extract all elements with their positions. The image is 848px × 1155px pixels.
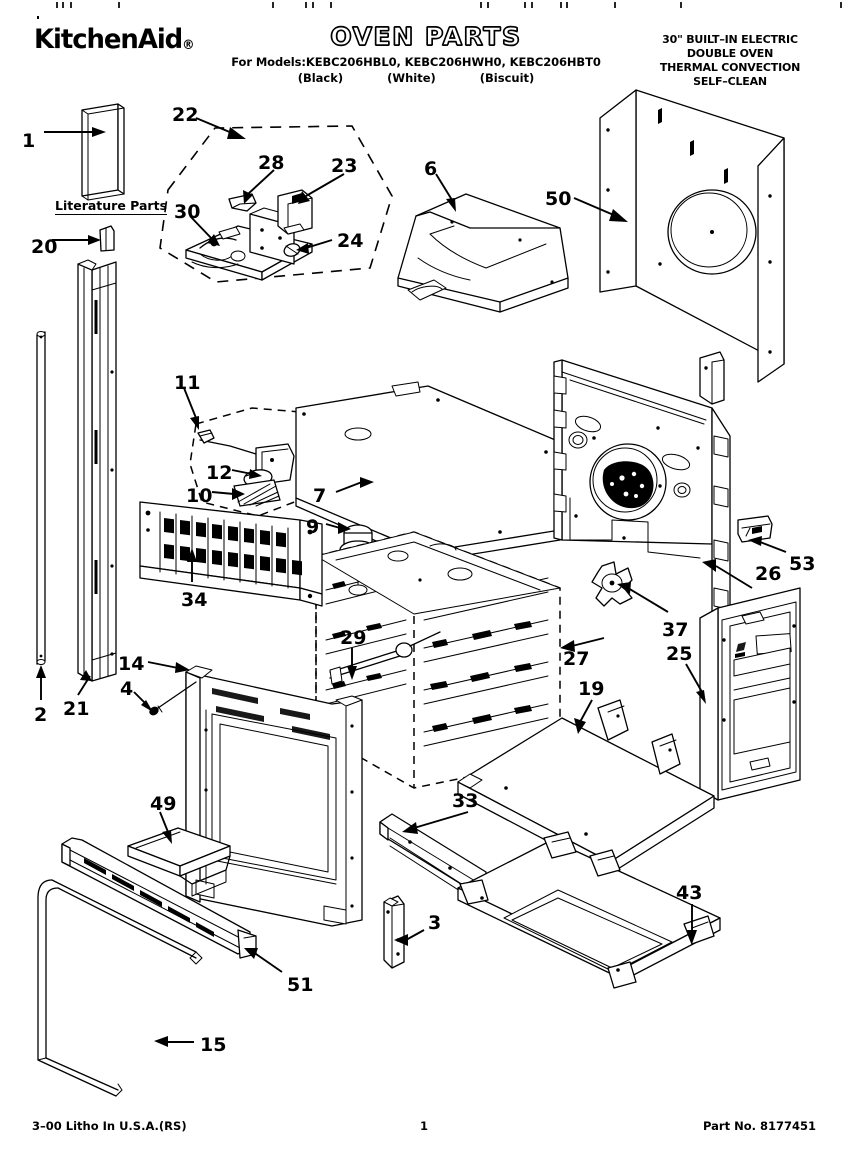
part-11-light-assembly-group	[190, 408, 314, 516]
callout-number-4: 4	[120, 678, 134, 700]
callout-number-34: 34	[181, 589, 208, 611]
footer-page-number: 1	[419, 1119, 428, 1133]
footer-part-number: Part No. 8177451	[703, 1119, 816, 1133]
callout-number-30: 30	[174, 201, 201, 223]
part-bracket-upper-right	[700, 352, 724, 404]
callout-number-49: 49	[150, 793, 177, 815]
callout-number-53: 53	[789, 553, 816, 575]
callout-number-27: 27	[563, 648, 590, 670]
light-assembly-parts	[198, 430, 294, 506]
model-numbers: For Models:KEBC206HBL0, KEBC206HWH0, KEB…	[231, 55, 601, 69]
part-34-control-panel	[140, 502, 322, 606]
callout-number-1: 1	[22, 130, 36, 152]
scan-speck	[37, 16, 39, 19]
callout-number-25: 25	[666, 643, 693, 665]
callout-number-37: 37	[662, 619, 689, 641]
part-20-plug-cap	[100, 226, 114, 251]
spec-line-1: 30" BUILT–IN ELECTRIC	[662, 33, 798, 46]
part-14-oven-front-frame	[186, 666, 362, 926]
control-assembly-parts	[186, 190, 312, 280]
callout-number-6: 6	[424, 158, 438, 180]
callout-number-33: 33	[452, 790, 479, 812]
callout-number-14: 14	[118, 653, 145, 675]
callout-number-24: 24	[337, 230, 364, 252]
part-1-literature-booklet	[82, 104, 124, 200]
part-4-screw	[149, 682, 196, 716]
part-22-control-assembly-group	[160, 126, 392, 282]
spec-line-3: THERMAL CONVECTION	[659, 61, 801, 75]
kitchenaid-logo: KitchenAid®	[34, 24, 195, 55]
callout-number-22: 22	[172, 104, 199, 126]
callout-number-43: 43	[676, 882, 703, 904]
part-50-rear-panel	[600, 90, 784, 382]
literature-parts-label: Literature Parts	[55, 198, 168, 215]
callout-number-15: 15	[200, 1034, 227, 1056]
part-51-vent-trim-rail	[62, 838, 256, 958]
color-variant-biscuit: (Biscuit)	[479, 71, 535, 85]
callout-number-19: 19	[578, 678, 605, 700]
spec-line-2: DOUBLE OVEN	[686, 47, 774, 61]
registered-mark: ®	[182, 38, 194, 53]
part-49-trim-rail-upper	[128, 828, 230, 896]
part-26-rear-blower-panel	[554, 360, 730, 626]
spec-line-4: SELF–CLEAN	[693, 75, 767, 89]
footer-litho-info: 3–00 Litho In U.S.A.(RS)	[32, 1119, 187, 1133]
callout-number-11: 11	[174, 372, 201, 394]
part-53-retainer-clip	[738, 516, 772, 542]
part-21-side-trim-panel	[78, 260, 116, 681]
callout-number-28: 28	[258, 152, 285, 174]
callout-number-51: 51	[287, 974, 314, 996]
color-variant-black: (Black)	[297, 71, 344, 85]
part-6-upper-heat-shield	[398, 194, 568, 312]
callout-number-26: 26	[755, 563, 782, 585]
callout-number-29: 29	[340, 627, 367, 649]
callout-number-3: 3	[428, 912, 442, 934]
page-title-text: OVEN PARTS	[330, 22, 522, 51]
color-variant-white: (White)	[387, 71, 436, 85]
part-15-door-gasket	[38, 880, 202, 1096]
part-19-oven-bottom-cover	[458, 700, 714, 874]
callout-number-21: 21	[63, 698, 90, 720]
callout-number-10: 10	[186, 485, 213, 507]
callout-number-50: 50	[545, 188, 572, 210]
callout-number-7: 7	[313, 485, 327, 507]
part-2-trim-rod	[37, 332, 45, 665]
part-7-oven-top-plate	[296, 382, 560, 562]
callout-number-12: 12	[206, 462, 233, 484]
part-25-front-door-panel	[700, 588, 800, 800]
product-specifications: 30" BUILT–IN ELECTRIC DOUBLE OVEN THERMA…	[620, 33, 840, 89]
brand-name: KitchenAid	[34, 24, 183, 55]
callout-number-9: 9	[306, 516, 320, 538]
callout-number-2: 2	[34, 704, 48, 726]
part-43-base-pan	[458, 832, 720, 988]
scan-artifacts	[0, 0, 848, 10]
page-title: OVEN PARTS	[306, 22, 546, 51]
part-37-convection-fan-blade	[592, 562, 632, 606]
part-3-mounting-bracket	[384, 896, 404, 968]
callout-number-23: 23	[331, 155, 358, 177]
callout-number-20: 20	[31, 236, 58, 258]
color-variants: (Black) (White) (Biscuit)	[206, 72, 626, 84]
